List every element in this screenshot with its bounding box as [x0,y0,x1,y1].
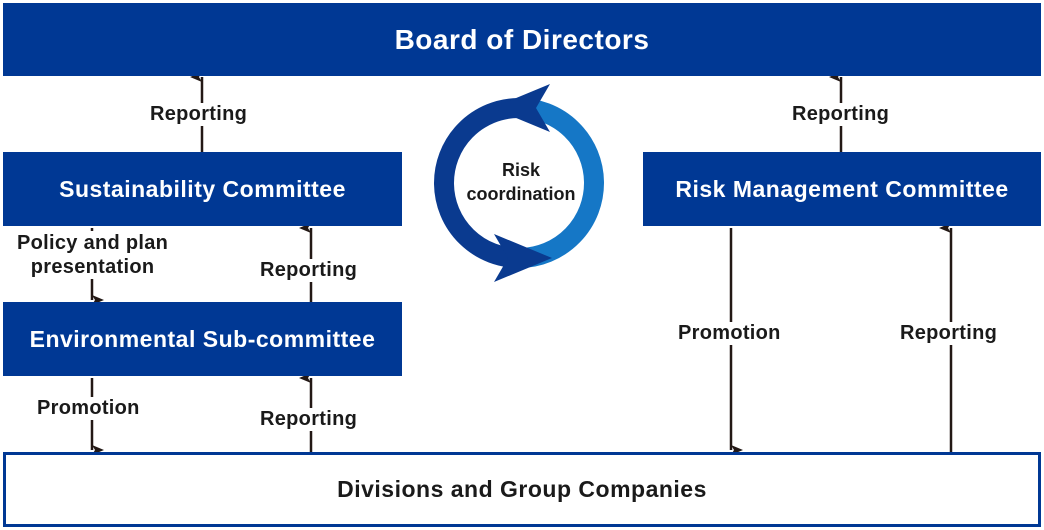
label-risk-reporting: Reporting [790,103,892,126]
divisions-label: Divisions and Group Companies [337,476,707,502]
risk-coordination-text: Risk coordination [448,158,594,206]
label-policy-line2: presentation [30,256,155,278]
label-env-reporting: Reporting [258,259,360,282]
cycle-line2: coordination [466,184,576,204]
divisions-and-group-companies: Divisions and Group Companies [3,452,1041,527]
risk-management-label: Risk Management Committee [675,175,1009,202]
board-label: Board of Directors [394,23,650,55]
cycle-arrows-icon [434,84,604,282]
sustainability-committee: Sustainability Committee [3,152,402,226]
label-sust-reporting: Reporting [148,103,250,126]
cycle-line1: Risk [501,160,541,180]
label-policy-line1: Policy and plan [17,232,169,254]
board-of-directors: Board of Directors [3,3,1041,76]
label-policy-presentation: Policy and plan presentation [15,231,171,279]
label-risk-promotion: Promotion [676,322,783,345]
environmental-subcommittee: Environmental Sub-committee [3,302,402,376]
label-div-env-reporting: Reporting [258,408,360,431]
label-div-risk-reporting: Reporting [898,322,1000,345]
environmental-label: Environmental Sub-committee [29,325,376,352]
label-env-promotion: Promotion [35,397,142,420]
risk-management-committee: Risk Management Committee [643,152,1041,226]
sustainability-label: Sustainability Committee [59,175,346,202]
